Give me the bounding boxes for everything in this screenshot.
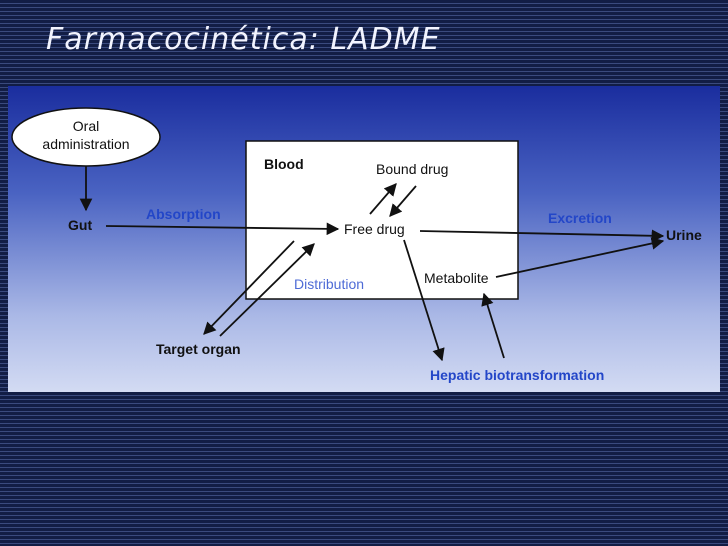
- blood-label: Blood: [264, 156, 304, 172]
- blood-compartment: [245, 140, 519, 300]
- oral-label-line2: administration: [42, 136, 129, 152]
- excretion-arrow: [419, 229, 665, 243]
- distribution-to-organ-arrow: [203, 240, 295, 335]
- urine-label: Urine: [666, 227, 702, 243]
- metabolite-to-urine-arrow: [495, 237, 665, 278]
- slide-title: Farmacocinética: LADME: [46, 22, 441, 57]
- free-drug-label: Free drug: [344, 221, 405, 237]
- ladme-diagram: Oral administration Blood Bound drug Fre…: [8, 86, 720, 392]
- diagram-canvas: Oral administration Blood Bound drug Fre…: [11, 107, 702, 383]
- absorption-label: Absorption: [146, 206, 221, 222]
- excretion-label: Excretion: [548, 210, 612, 226]
- metabolite-label: Metabolite: [424, 270, 489, 286]
- free-to-hepatic-arrow: [403, 239, 445, 362]
- hepatic-to-metabolite-arrow: [481, 292, 505, 359]
- oral-label-line1: Oral: [73, 118, 99, 134]
- bound-to-free-arrow: [389, 185, 417, 217]
- gut-label: Gut: [68, 217, 92, 233]
- absorption-arrow: [105, 222, 340, 236]
- hepatic-biotransformation-label: Hepatic biotransformation: [430, 367, 604, 383]
- free-to-bound-arrow: [369, 183, 397, 215]
- target-organ-label: Target organ: [156, 341, 241, 357]
- organ-to-blood-arrow: [219, 243, 315, 337]
- distribution-label: Distribution: [294, 276, 364, 292]
- bound-drug-label: Bound drug: [376, 161, 448, 177]
